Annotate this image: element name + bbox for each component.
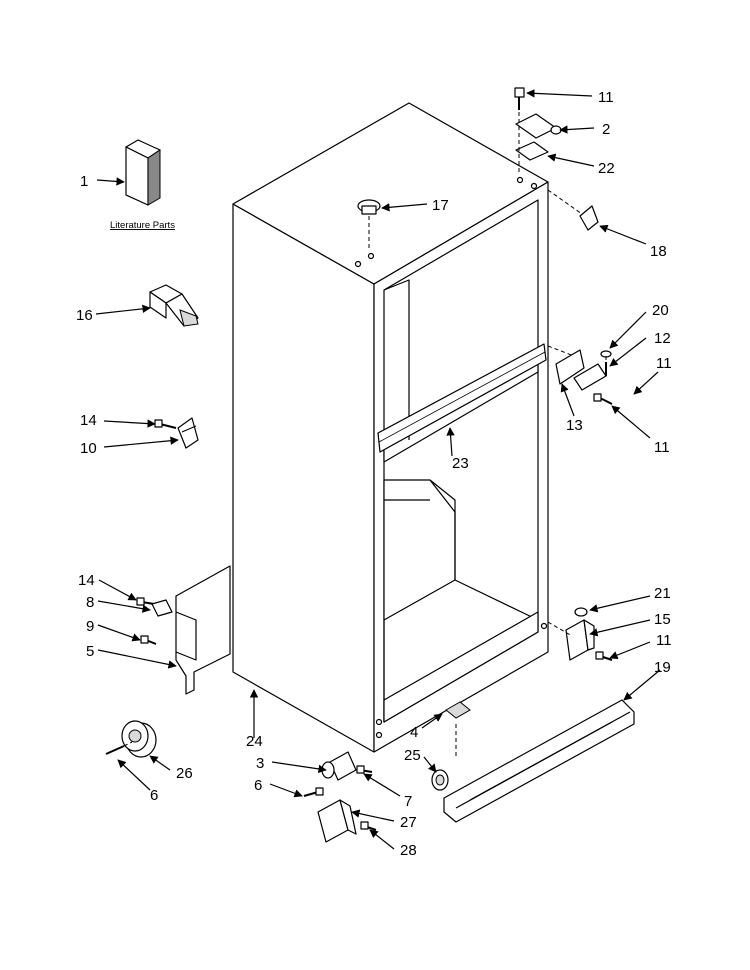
door-stop-part-18 [579, 205, 599, 231]
callout-11b: 11 [656, 355, 672, 372]
washer-part-21 [574, 607, 588, 617]
callout-8: 8 [86, 594, 94, 611]
callout-7: 7 [404, 793, 412, 810]
callout-11d: 11 [656, 632, 672, 649]
top-hinge-part-2 [515, 113, 562, 139]
hinge-part-10 [177, 417, 199, 449]
callout-11a: 11 [598, 89, 614, 106]
callout-5: 5 [86, 643, 94, 660]
screw-part-11-top [514, 87, 525, 110]
screw-part-9 [140, 635, 157, 645]
callout-14b: 14 [78, 572, 95, 589]
callout-26: 26 [176, 765, 193, 782]
callout-6b: 6 [150, 787, 158, 804]
bracket-part-16 [149, 284, 199, 327]
callout-3: 3 [256, 755, 264, 772]
callout-6a: 6 [254, 777, 262, 794]
callout-13: 13 [566, 417, 583, 434]
callout-23: 23 [452, 455, 469, 472]
callout-27: 27 [400, 814, 417, 831]
literature-caption: Literature Parts [110, 220, 175, 231]
screw-part-11-bottom [595, 651, 613, 661]
callout-12: 12 [654, 330, 671, 347]
bracket-part-27 [317, 799, 357, 843]
roller-part-25 [431, 769, 449, 791]
callout-28: 28 [400, 842, 417, 859]
divider-rail [377, 343, 547, 453]
assembly-guide-lines [123, 112, 607, 756]
cap-part-17 [357, 199, 381, 215]
leveling-pad-part-4 [445, 701, 471, 719]
bottom-hinge-part-3 [321, 751, 357, 781]
callout-24: 24 [246, 733, 263, 750]
screw-part-6-lower [303, 787, 324, 797]
hinge-plate-part-5 [175, 565, 231, 695]
callout-11c: 11 [654, 439, 670, 456]
callout-16: 16 [76, 307, 93, 324]
screw-part-28 [360, 821, 377, 831]
toe-grille [443, 699, 635, 823]
bushing-part-8 [151, 599, 173, 617]
callout-10: 10 [80, 440, 97, 457]
roller-wheel [105, 720, 157, 758]
callout-22: 22 [598, 160, 615, 177]
literature-booklet [125, 139, 161, 206]
screw-part-11-center [593, 393, 613, 405]
callout-15: 15 [654, 611, 671, 628]
callout-leaders [95, 89, 661, 850]
callout-19: 19 [654, 659, 671, 676]
shim-part-22 [515, 141, 549, 161]
screw-part-7 [356, 765, 373, 774]
callout-18: 18 [650, 243, 667, 260]
screw-part-14-upper [154, 419, 177, 429]
callout-20: 20 [652, 302, 669, 319]
callout-2: 2 [602, 121, 610, 138]
callout-9: 9 [86, 618, 94, 635]
callout-14a: 14 [80, 412, 97, 429]
callout-4: 4 [410, 724, 418, 741]
bottom-right-hinge-part-15 [565, 619, 595, 661]
callout-25: 25 [404, 747, 421, 764]
callout-17: 17 [432, 197, 449, 214]
callout-1: 1 [80, 173, 88, 190]
center-hinge-part-13 [555, 349, 607, 391]
callout-21: 21 [654, 585, 671, 602]
